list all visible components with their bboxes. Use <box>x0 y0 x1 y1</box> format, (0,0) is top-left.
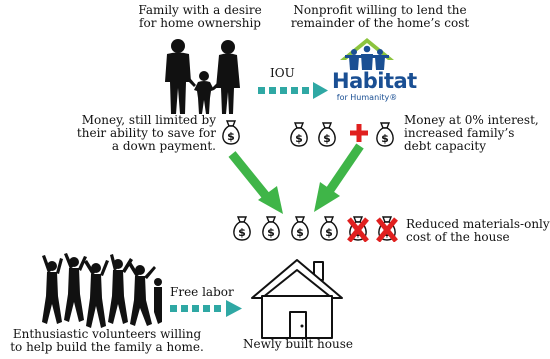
volunteers-line-1: Enthusiastic volunteers willing <box>12 327 202 341</box>
money-bag-icon: $ <box>376 122 394 147</box>
money-bag-symbol: $ <box>267 226 275 239</box>
habitat-house-logo-icon <box>340 38 394 70</box>
money-family-label: Money, still limited by their ability to… <box>66 114 216 153</box>
habitat-logo-subtitle: for Humanity® <box>336 93 398 102</box>
money-family-line-2: their ability to save for <box>76 126 216 140</box>
volunteers-label: Enthusiastic volunteers willing to help … <box>2 328 212 354</box>
money-bag-symbol: $ <box>238 226 246 239</box>
reduced-cost-line-2: cost of the house <box>406 230 510 244</box>
cross-icon <box>376 217 398 242</box>
volunteers-line-2: to help build the family a home. <box>10 340 204 354</box>
house-icon <box>251 259 343 339</box>
money-family-line-3: a down payment. <box>111 139 216 153</box>
right-green-arrow <box>314 143 364 212</box>
habitat-logo: Habitat for Humanity® <box>332 36 417 108</box>
plus-icon <box>350 124 368 142</box>
family-label: Family with a desire for home ownership <box>120 4 280 30</box>
habitat-logo-word: Habitat <box>332 69 417 93</box>
money-bag-symbol: $ <box>381 132 389 145</box>
crossed-money-bag-icon: $ <box>376 216 398 242</box>
money-loan-line-1: Money at 0% interest, <box>404 113 539 127</box>
money-bag-symbol: $ <box>227 130 235 143</box>
crossed-money-bag-icon: $ <box>347 216 369 242</box>
money-bag-icon: $ <box>233 216 251 241</box>
left-green-arrow <box>228 151 283 214</box>
cross-icon <box>347 217 369 242</box>
money-bag-icon: $ <box>291 216 309 241</box>
money-bag-icon: $ <box>318 122 336 147</box>
money-bag-symbol: $ <box>295 132 303 145</box>
volunteers-silhouette-icon <box>42 253 162 328</box>
money-bag-symbol: $ <box>325 226 333 239</box>
money-bag-icon: $ <box>262 216 280 241</box>
free-labor-label: Free labor <box>170 285 234 299</box>
family-silhouette-icon <box>165 39 240 114</box>
money-bag-icon: $ <box>290 122 308 147</box>
money-family-line-1: Money, still limited by <box>81 113 216 127</box>
money-loan-label: Money at 0% interest, increased family’s… <box>404 114 544 153</box>
reduced-cost-label: Reduced materials-only cost of the house <box>406 217 550 244</box>
money-loan-line-3: debt capacity <box>404 139 486 153</box>
money-bag-icon: $ <box>320 216 338 241</box>
nonprofit-label-line-2: remainder of the home’s cost <box>290 16 470 30</box>
money-bag-icon: $ <box>222 120 240 145</box>
money-loan-line-2: increased family’s <box>404 126 515 140</box>
family-label-line-1: Family with a desire <box>138 3 262 17</box>
family-label-line-2: for home ownership <box>139 16 261 30</box>
money-bag-symbol: $ <box>296 226 304 239</box>
reduced-cost-line-1: Reduced materials-only <box>406 217 550 231</box>
iou-label: IOU <box>270 66 295 80</box>
iou-arrow <box>258 82 328 99</box>
free-labor-arrow <box>170 300 242 317</box>
nonprofit-label-line-1: Nonprofit willing to lend the <box>293 3 467 17</box>
nonprofit-label: Nonprofit willing to lend the remainder … <box>280 4 480 30</box>
new-house-label: Newly built house <box>243 337 353 351</box>
money-bag-symbol: $ <box>323 132 331 145</box>
